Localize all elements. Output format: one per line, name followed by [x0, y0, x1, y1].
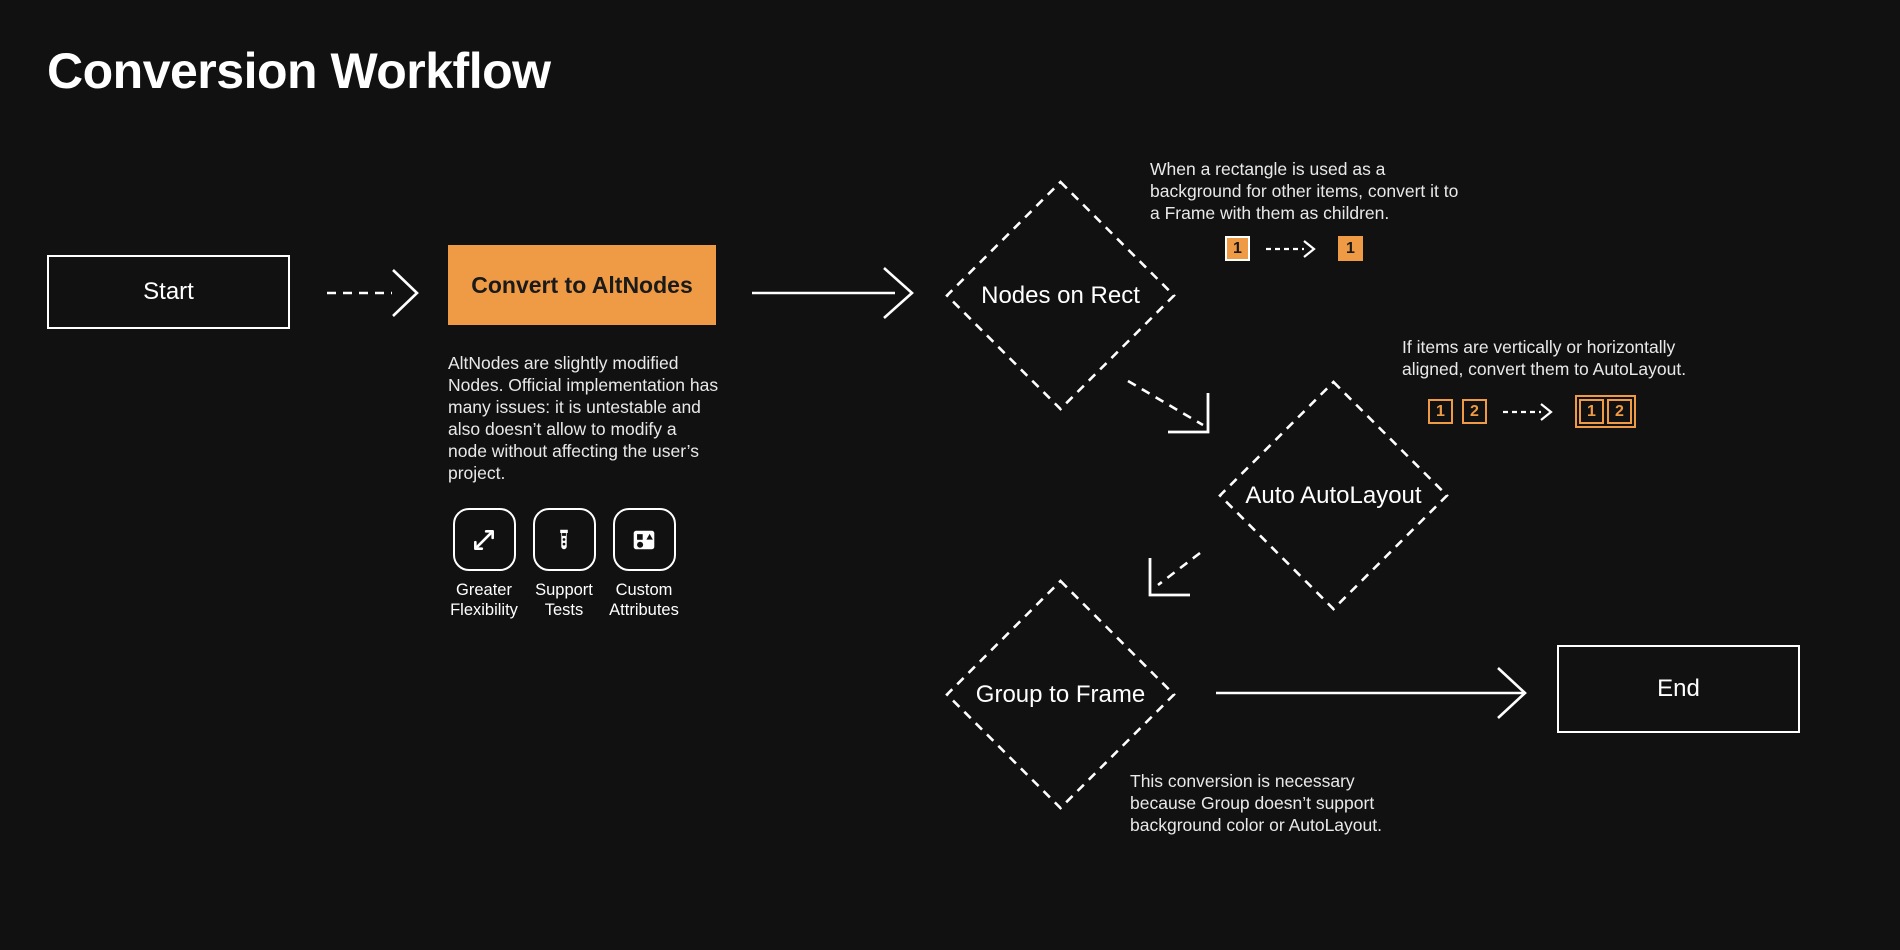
badge-after-1: 1: [1579, 399, 1604, 424]
expand-arrows-icon: [474, 529, 494, 550]
diamond-shape: [1218, 380, 1449, 611]
node-end[interactable]: End: [1557, 645, 1800, 733]
feature-icon-box: [452, 508, 516, 571]
badge-group-after: 1 2: [1575, 395, 1636, 428]
badge-before-1: 1: [1225, 236, 1250, 261]
description-auto-autolayout: If items are vertically or horizontally …: [1402, 337, 1687, 379]
badge-row-auto-autolayout: 1 2 1 2: [1428, 395, 1636, 428]
badge-after-1: 1: [1338, 236, 1363, 261]
node-start-label: Start: [143, 278, 194, 305]
page-title: Conversion Workflow: [47, 43, 551, 99]
description-altnodes: AltNodes are slightly modified Nodes. Of…: [448, 353, 719, 483]
node-group-to-frame[interactable]: Group to Frame: [943, 577, 1178, 812]
mini-arrow-icon: [1266, 239, 1316, 258]
node-convert-label: Convert to AltNodes: [471, 271, 693, 298]
badge-before-1: 1: [1428, 399, 1453, 424]
connector-start-to-convert: [327, 269, 419, 317]
feature-label: Greater Flexibility: [450, 580, 518, 620]
node-auto-autolayout[interactable]: Auto AutoLayout: [1216, 378, 1451, 613]
node-nodes-on-rect[interactable]: Nodes on Rect: [943, 178, 1178, 413]
connector-grouptoframe-to-end: [1216, 667, 1527, 719]
feature-label-line1: Custom: [615, 581, 673, 599]
node-convert-to-altnodes[interactable]: Convert to AltNodes: [448, 245, 716, 325]
node-group-to-frame-label: Group to Frame: [975, 680, 1146, 708]
node-start[interactable]: Start: [47, 255, 290, 329]
diamond-shape: [945, 180, 1176, 411]
feature-icon-box: [612, 508, 676, 571]
feature-label-line1: Support: [535, 581, 593, 599]
shapes-attributes-icon: [633, 530, 655, 549]
node-end-label: End: [1657, 675, 1700, 702]
feature-custom-attributes: Custom Attributes: [609, 508, 679, 620]
feature-label: Support Tests: [535, 580, 593, 620]
feature-label-line2: Tests: [544, 601, 584, 619]
test-tube-icon: [560, 529, 568, 549]
feature-label: Custom Attributes: [609, 580, 679, 620]
badge-before-2: 2: [1462, 399, 1487, 424]
feature-label-line2: Attributes: [609, 601, 679, 619]
badge-row-nodes-on-rect: 1 1: [1225, 236, 1363, 261]
feature-support-tests: Support Tests: [532, 508, 596, 620]
connector-convert-to-nodesonrect: [752, 267, 914, 319]
feature-label-line2: Flexibility: [450, 601, 518, 619]
feature-label-line1: Greater: [456, 581, 512, 599]
feature-list: Greater Flexibility Support Tests: [450, 508, 679, 620]
diamond-shape: [945, 579, 1176, 810]
mini-arrow-icon: [1503, 402, 1553, 421]
description-nodes-on-rect: When a rectangle is used as a background…: [1150, 159, 1459, 223]
node-auto-autolayout-label: Auto AutoLayout: [1245, 481, 1422, 509]
feature-greater-flexibility: Greater Flexibility: [450, 508, 518, 620]
node-nodes-on-rect-label: Nodes on Rect: [981, 281, 1140, 309]
badge-pair-before: 1 2: [1428, 399, 1487, 424]
badge-after-2: 2: [1607, 399, 1632, 424]
description-group-to-frame: This conversion is necessary because Gro…: [1130, 771, 1382, 835]
feature-icon-box: [532, 508, 596, 571]
